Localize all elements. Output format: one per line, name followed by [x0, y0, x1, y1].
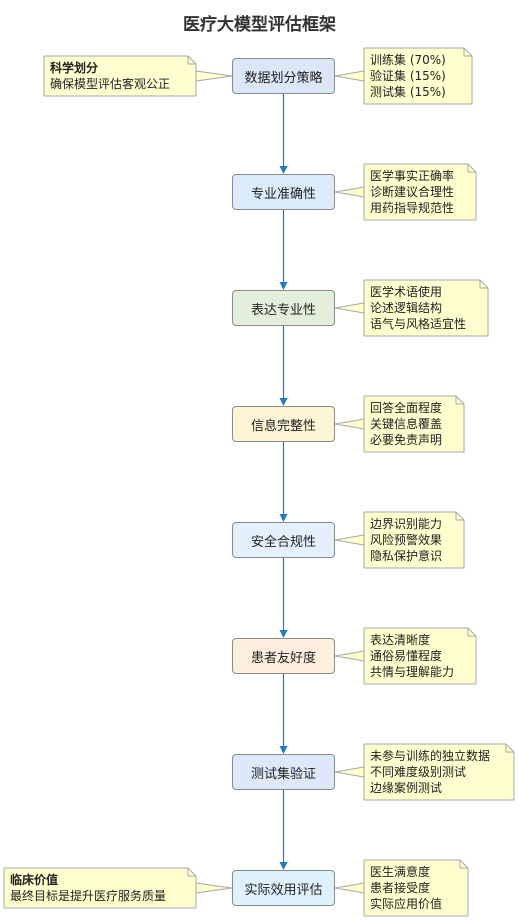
note-heading: 科学划分	[50, 61, 99, 75]
note-connector	[334, 418, 365, 430]
notes-layer	[3, 47, 515, 917]
diagram-title: 医疗大模型评估框架	[183, 15, 336, 35]
note-shape	[363, 395, 465, 453]
note-line: 论述逻辑结构	[370, 301, 443, 315]
note-line: 通俗易懂程度	[370, 649, 443, 663]
step-information-completeness[interactable]: 信息完整性	[232, 406, 335, 442]
note-line: 风险预警效果	[370, 533, 443, 547]
flow-arrow-head	[279, 166, 288, 174]
note-connector	[334, 650, 365, 662]
note-line: 语气与风格适宜性	[370, 317, 467, 331]
note-patient-friendliness: 表达清晰度 通俗易懂程度 共情与理解能力	[364, 628, 476, 684]
note-shape	[363, 279, 489, 337]
flow-arrow-head	[279, 862, 288, 870]
note-shape	[363, 47, 473, 105]
note-shape-fold	[187, 868, 196, 877]
note-line: 共情与理解能力	[370, 665, 455, 679]
note-line: 训练集 (70%)	[370, 53, 446, 67]
step-safety-compliance[interactable]: 安全合规性	[232, 522, 335, 558]
arrows-layer	[279, 94, 288, 870]
note-line: 必要免责声明	[370, 433, 443, 447]
note-shape-fold	[505, 744, 514, 753]
note-practical-utility: 医生满意度 患者接受度 实际应用价值	[364, 860, 468, 916]
note-line: 医生满意度	[370, 865, 431, 879]
note-line: 隐私保护意识	[370, 549, 443, 563]
note-shape	[363, 627, 477, 685]
note-shape	[363, 163, 477, 221]
step-expression-professionalism[interactable]: 表达专业性	[232, 290, 335, 326]
note-line: 医学术语使用	[370, 285, 443, 299]
note-line: 确保模型评估客观公正	[50, 77, 171, 91]
note-safety-compliance: 边界识别能力 风险预警效果 隐私保护意识	[364, 512, 464, 568]
note-shape	[363, 859, 469, 917]
step-data-split[interactable]: 数据划分策略	[232, 58, 335, 94]
note-connector	[334, 186, 365, 198]
note-connector	[334, 70, 365, 82]
note-shape-fold	[459, 860, 468, 869]
note-scientific-split: 科学划分 确保模型评估客观公正	[44, 56, 196, 96]
flow-arrow-head	[279, 514, 288, 522]
step-test-set-validation[interactable]: 测试集验证	[232, 754, 335, 790]
note-line: 不同难度级别测试	[370, 765, 467, 779]
note-clinical-value: 临床价值 最终目标是提升医疗服务质量	[4, 868, 196, 908]
note-shape-fold	[187, 56, 196, 65]
note-shape-fold	[467, 628, 476, 637]
flow-arrow-head	[279, 746, 288, 754]
note-expression-professionalism: 医学术语使用 论述逻辑结构 语气与风格适宜性	[364, 280, 488, 336]
note-line: 诊断建议合理性	[370, 185, 455, 199]
note-line: 表达清晰度	[370, 633, 431, 647]
flow-arrow-head	[279, 398, 288, 406]
note-shape-fold	[455, 396, 464, 405]
note-line: 边缘案例测试	[370, 781, 443, 795]
note-shape	[363, 743, 515, 801]
note-line: 用药指导规范性	[370, 201, 455, 215]
note-data-split: 训练集 (70%) 验证集 (15%) 测试集 (15%)	[364, 48, 472, 104]
note-shape-fold	[479, 280, 488, 289]
note-line: 实际应用价值	[370, 897, 443, 911]
note-line: 未参与训练的独立数据	[370, 749, 491, 763]
note-connector	[334, 534, 365, 546]
flow-arrow-head	[279, 282, 288, 290]
note-line: 测试集 (15%)	[370, 85, 446, 99]
step-patient-friendliness[interactable]: 患者友好度	[232, 638, 335, 674]
note-line: 最终目标是提升医疗服务质量	[10, 889, 167, 903]
note-connector	[334, 302, 365, 314]
flow-arrow-head	[279, 630, 288, 638]
note-connector	[195, 70, 233, 82]
note-shape-fold	[463, 48, 472, 57]
note-information-completeness: 回答全面程度 关键信息覆盖 必要免责声明	[364, 396, 464, 452]
note-connector	[334, 766, 365, 778]
note-line: 验证集 (15%)	[370, 69, 446, 83]
note-line: 回答全面程度	[370, 401, 443, 415]
note-line: 医学事实正确率	[370, 169, 455, 183]
note-connector	[334, 882, 365, 894]
note-connector	[195, 882, 233, 894]
step-practical-utility[interactable]: 实际效用评估	[232, 870, 335, 906]
step-professional-accuracy[interactable]: 专业准确性	[232, 174, 335, 210]
note-line: 关键信息覆盖	[370, 417, 443, 431]
note-professional-accuracy: 医学事实正确率 诊断建议合理性 用药指导规范性	[364, 164, 476, 220]
note-line: 边界识别能力	[370, 517, 443, 531]
note-heading: 临床价值	[10, 873, 59, 887]
note-line: 患者接受度	[370, 881, 431, 895]
note-shape-fold	[455, 512, 464, 521]
note-test-set-validation: 未参与训练的独立数据 不同难度级别测试 边缘案例测试	[364, 744, 514, 800]
note-shape	[363, 511, 465, 569]
note-shape-fold	[467, 164, 476, 173]
